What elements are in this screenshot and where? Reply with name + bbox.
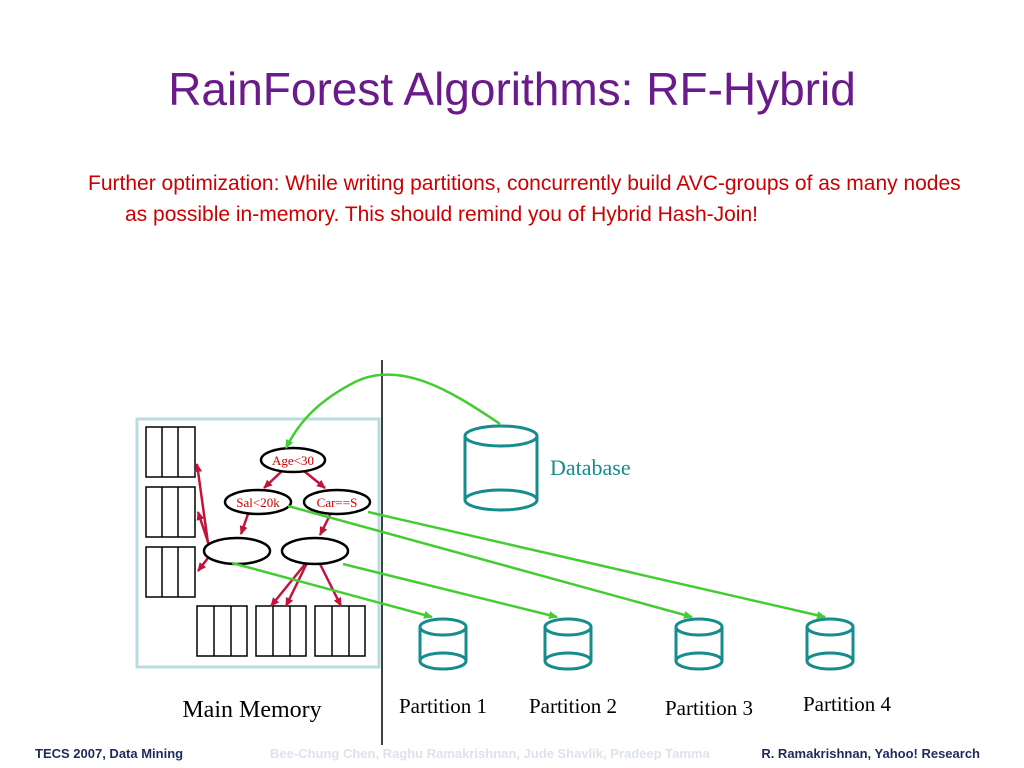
avc-block <box>145 546 196 598</box>
tree-node-leaf <box>202 536 272 566</box>
footer-center: Bee-Chung Chen, Raghu Ramakrishnan, Jude… <box>270 746 710 761</box>
partition-arrow <box>342 562 558 619</box>
tree-node-left-label: Sal<20k <box>236 495 280 510</box>
partition-3-label: Partition 3 <box>665 696 753 720</box>
partition-cylinder <box>805 617 855 671</box>
avc-pointer-arrow <box>284 562 309 607</box>
database-to-root-arrow <box>284 373 501 449</box>
avc-block <box>145 486 196 538</box>
avc-pointer-arrow <box>270 562 307 607</box>
partition-arrow <box>367 510 826 620</box>
tree-node-left <box>223 488 293 516</box>
partition-2-label: Partition 2 <box>529 694 617 718</box>
tree-edge <box>263 470 283 489</box>
avc-block <box>314 605 366 657</box>
tree-node-root-label: Age<30 <box>272 453 314 468</box>
avc-block <box>145 426 196 478</box>
avc-pointer-arrow <box>196 511 212 549</box>
partition-4-label: Partition 4 <box>803 692 892 716</box>
tree-edge <box>303 470 326 489</box>
tree-edge <box>239 513 250 535</box>
main-memory-box <box>135 417 381 669</box>
partition-cylinder <box>418 617 468 671</box>
footer-left: TECS 2007, Data Mining <box>35 746 184 761</box>
partition-cylinder <box>543 617 593 671</box>
avc-pointer-arrow <box>318 563 343 607</box>
database-cylinder <box>463 424 539 512</box>
partition-cylinder <box>674 617 724 671</box>
avc-block <box>196 605 248 657</box>
slide-title: RainForest Algorithms: RF-Hybrid <box>168 63 856 115</box>
partition-arrow <box>287 504 693 619</box>
avc-block <box>255 605 307 657</box>
avc-pointer-arrow <box>194 463 210 544</box>
tree-node-right-label: Car==S <box>317 495 358 510</box>
database-label: Database <box>550 455 631 480</box>
tree-node-leaf <box>280 536 350 566</box>
partition-1-label: Partition 1 <box>399 694 487 718</box>
partition-arrow <box>231 561 433 619</box>
bullet-text: Further optimization: While writing part… <box>88 172 961 226</box>
main-memory-label: Main Memory <box>182 697 321 723</box>
tree-node-right <box>302 488 372 516</box>
footer-right: R. Ramakrishnan, Yahoo! Research <box>757 746 980 761</box>
